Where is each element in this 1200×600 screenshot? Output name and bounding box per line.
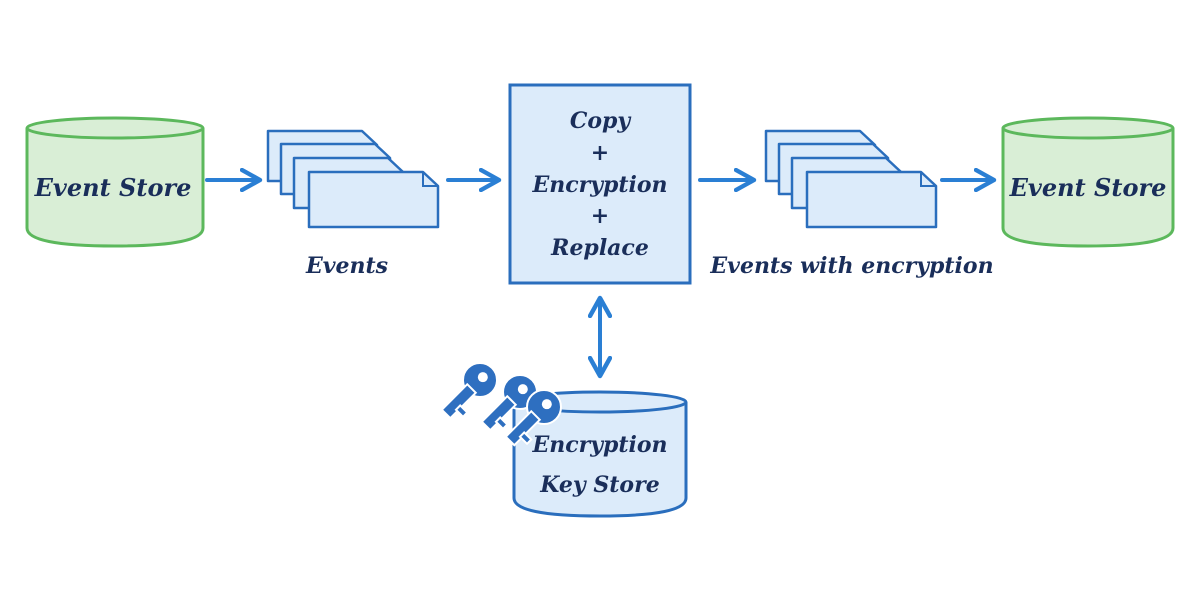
key-icon	[440, 362, 498, 420]
key-store-label-line1: Encryption	[531, 432, 667, 458]
process-line-plus-2: +	[591, 203, 609, 229]
source-store-body	[25, 128, 205, 248]
process-line-encryption: Encryption	[531, 172, 667, 198]
process-line-plus-1: +	[591, 140, 609, 166]
target-store-body	[1001, 128, 1175, 248]
key-icon	[504, 389, 562, 447]
encrypted-event-document	[805, 170, 938, 229]
encrypted-events-label: Events with encryption	[709, 253, 993, 279]
events-label: Events	[305, 253, 388, 279]
events-document-stack: Events	[266, 129, 440, 279]
key-store-body	[512, 402, 688, 518]
source-store-top	[25, 116, 205, 140]
encrypted-events-document-stack: Events with encryption	[709, 129, 994, 279]
key-icon	[480, 374, 538, 432]
target-event-store: Event Store	[1001, 116, 1175, 248]
source-event-store: Event Store	[25, 116, 205, 248]
event-document	[307, 170, 440, 229]
process-box	[508, 83, 692, 285]
source-store-label: Event Store	[34, 173, 192, 202]
encrypted-event-document-fold	[920, 172, 936, 187]
target-store-top	[1001, 116, 1175, 140]
process-line-replace: Replace	[550, 235, 649, 261]
event-document-fold	[422, 172, 438, 187]
target-store-label: Event Store	[1009, 173, 1167, 202]
copy-encrypt-replace-process: Copy + Encryption + Replace	[508, 83, 692, 285]
key-store-label-line2: Key Store	[539, 472, 659, 498]
keys-icon	[440, 362, 562, 447]
process-line-copy: Copy	[570, 108, 633, 134]
